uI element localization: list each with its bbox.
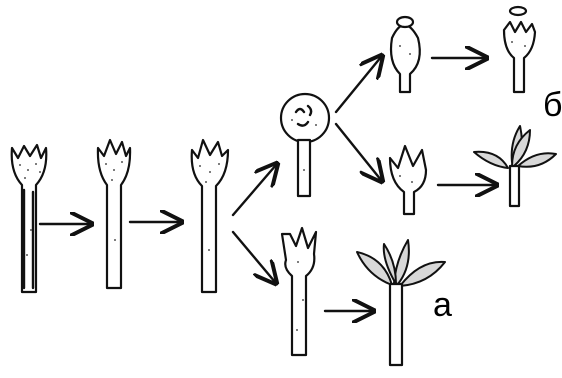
arrow-4-up: [336, 57, 381, 112]
arrow-4-mid: [336, 124, 381, 180]
label-a: а: [433, 288, 452, 322]
label-b: б: [543, 88, 562, 122]
arrow-3-down: [233, 232, 275, 282]
stage-6-bottom-open-leaves: [357, 240, 445, 365]
stage-5-middle-cup: [390, 146, 426, 214]
stage-5-top-capsule: [391, 17, 420, 92]
stage-2-cup: [98, 140, 130, 288]
stage-6-top-open-capsule: [504, 7, 535, 92]
stage-1-cup: [12, 145, 47, 292]
arrow-3-up: [233, 165, 276, 215]
stage-6-middle-open-leaves: [474, 126, 556, 206]
stage-3-cup: [192, 140, 228, 292]
stage-4-lower-bud: [282, 228, 316, 355]
stage-4-upper-ball: [281, 94, 329, 196]
